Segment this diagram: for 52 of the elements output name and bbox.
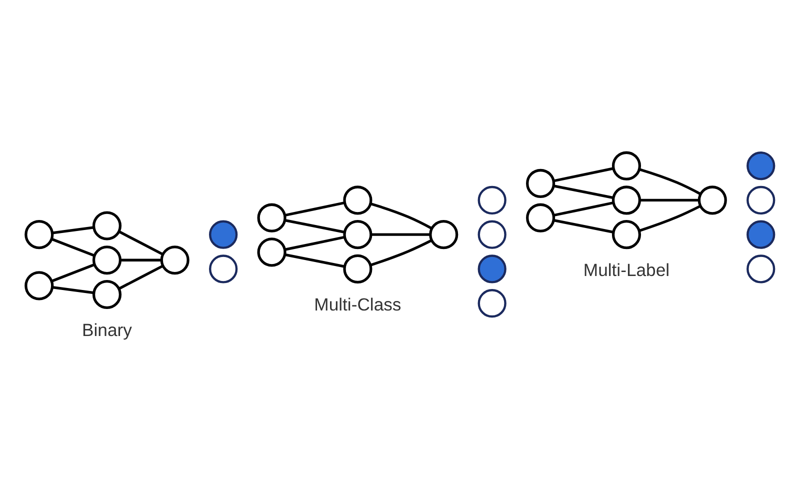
connector — [51, 263, 95, 282]
node-circle — [257, 238, 286, 267]
connector — [638, 204, 701, 232]
connector — [370, 202, 432, 230]
connector — [52, 226, 94, 234]
connector — [554, 219, 614, 234]
node-circle — [160, 246, 190, 275]
connector — [120, 258, 162, 262]
connector — [284, 219, 345, 234]
label: Binary — [82, 320, 132, 340]
node-circle — [746, 254, 776, 284]
node-circle — [478, 220, 506, 249]
connector — [118, 264, 164, 290]
node-circle — [343, 186, 372, 215]
connector — [370, 239, 432, 266]
node-circle — [343, 254, 372, 284]
node-circle — [746, 152, 776, 180]
node-circle — [343, 220, 372, 250]
connector — [554, 201, 614, 217]
connector — [639, 168, 702, 196]
connector — [554, 184, 614, 200]
connector — [371, 233, 430, 236]
node-circle — [92, 280, 122, 310]
node-circle — [92, 211, 122, 240]
node-circle — [612, 151, 642, 180]
connector — [51, 238, 95, 257]
connector — [284, 236, 345, 251]
node-circle — [209, 220, 238, 249]
connector — [640, 198, 700, 202]
node-circle — [209, 254, 238, 284]
node-circle — [429, 220, 458, 250]
connector — [118, 230, 164, 256]
node-circle — [698, 186, 727, 215]
connector — [284, 253, 345, 268]
node-circle — [612, 220, 642, 250]
label: Multi-Class — [314, 294, 402, 314]
node-circle — [478, 289, 506, 318]
node-circle — [24, 271, 54, 300]
node-circle — [746, 186, 776, 215]
label: Multi-Label — [583, 260, 670, 280]
node-circle — [92, 246, 122, 275]
connector — [554, 167, 614, 182]
node-circle — [746, 220, 776, 249]
node-circle — [478, 186, 506, 215]
node-circle — [612, 186, 642, 215]
node-circle — [24, 220, 54, 250]
node-circle — [526, 203, 556, 232]
connector — [52, 286, 94, 294]
node-circle — [257, 203, 286, 232]
node-circle — [478, 254, 506, 284]
node-circle — [526, 168, 556, 198]
connector — [284, 201, 345, 217]
